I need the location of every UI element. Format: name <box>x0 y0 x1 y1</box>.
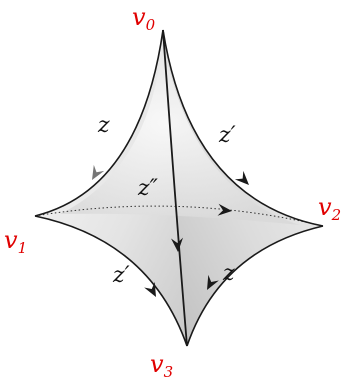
arrow-edge-v1-v3 <box>144 281 156 297</box>
face-highlight <box>60 40 300 225</box>
vertex-v0-index: 0 <box>146 16 156 34</box>
vertex-label-v1: v1 <box>4 226 27 257</box>
edge-v0-v1 <box>34 29 164 217</box>
vertex-v0-letter: v <box>132 3 146 31</box>
edge-v1-v3 <box>34 215 188 347</box>
edge-v2-v3 <box>186 225 324 347</box>
arrow-edge-v0-v2 <box>234 170 249 185</box>
arrow-edge-v0-v3 <box>171 237 184 252</box>
edge-v1-v2-hidden <box>34 205 324 227</box>
vertex-v2-letter: v <box>318 193 332 221</box>
vertex-v3-index: 3 <box>164 363 174 381</box>
vertex-v3-letter: v <box>150 350 164 378</box>
face-v0-v2-v3 <box>163 30 323 346</box>
vertex-v2-index: 2 <box>331 206 342 224</box>
edge-label-v0-v1: z <box>97 113 110 138</box>
vertex-label-v3: v3 <box>150 350 173 381</box>
vertex-v1-letter: v <box>4 226 18 254</box>
arrow-edge-v1-v2-hidden <box>217 203 232 216</box>
edge-v0-v3 <box>162 29 188 347</box>
edge-label-v0-v2: z′ <box>218 123 236 148</box>
vertex-label-v0: v0 <box>132 3 156 34</box>
arrow-edge-v0-v1 <box>92 164 105 180</box>
arrow-edge-v2-v3 <box>207 274 219 290</box>
edge-v0-v2 <box>162 29 324 227</box>
edge-label-v2-v3: z <box>222 261 235 286</box>
vertex-v1-index: 1 <box>18 239 28 257</box>
edge-label-v1-v3: z′ <box>112 263 130 288</box>
vertex-label-v2: v2 <box>318 193 341 224</box>
edge-label-v0-v3: z″ <box>137 176 159 201</box>
